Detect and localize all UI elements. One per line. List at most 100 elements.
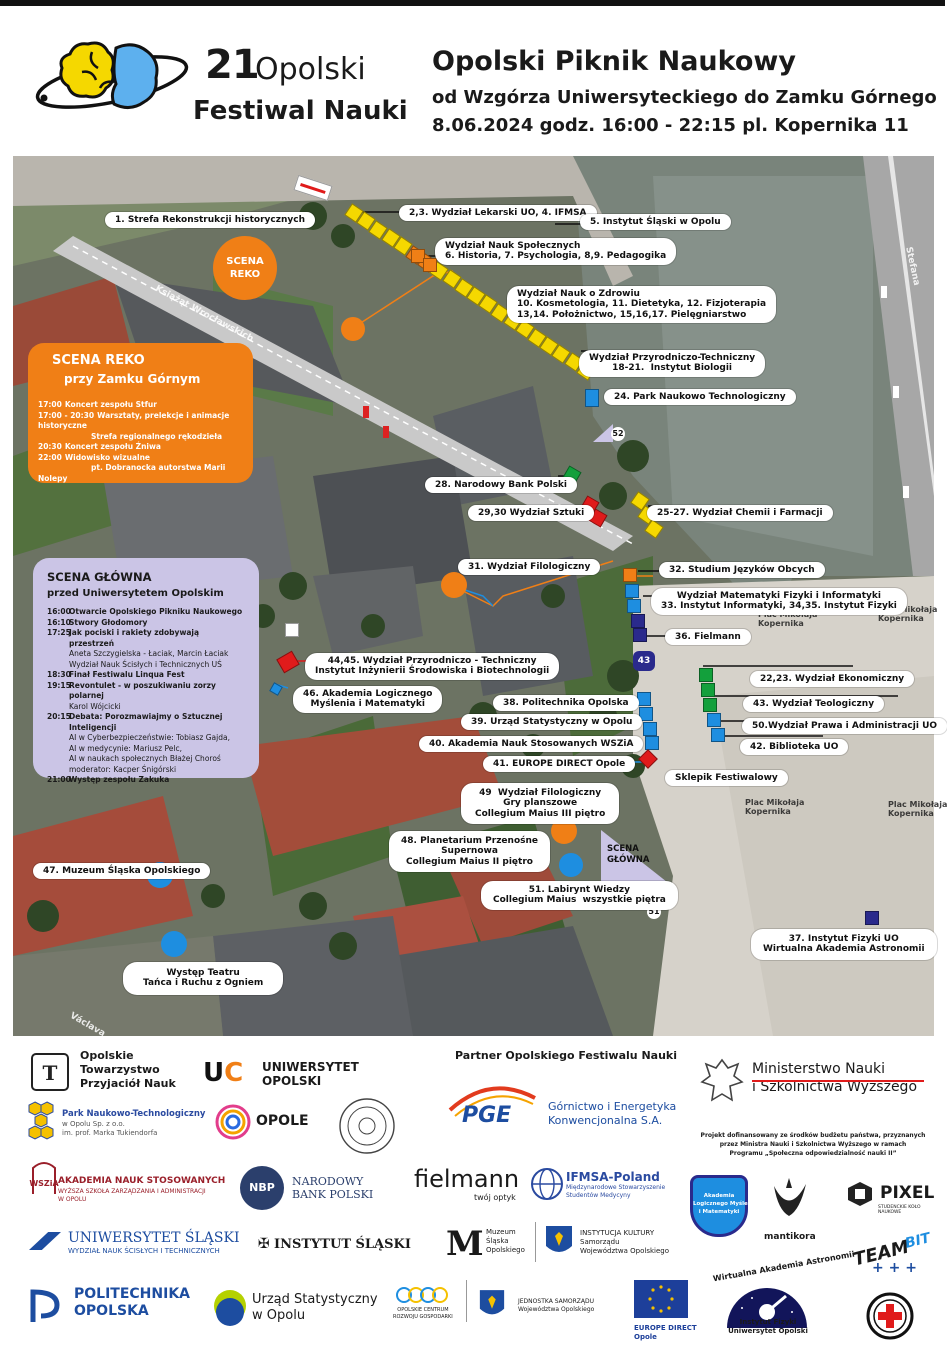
label-22: 22,23. Wydział Ekonomiczny bbox=[750, 671, 915, 688]
booth-square bbox=[585, 389, 599, 407]
booth-square bbox=[411, 249, 425, 263]
booth-circle-orange bbox=[341, 317, 365, 341]
label-28: 28. Narodowy Bank Polski bbox=[425, 477, 577, 494]
schedule-text: Finał Festiwalu Linqua Fest bbox=[69, 670, 185, 679]
europe-direct-name: EUROPE DIRECT Opole bbox=[634, 1324, 697, 1341]
schedule-row: pt. Dobranocka autorstwa Marii Nolepy bbox=[38, 463, 243, 484]
schedule-text: Koncert zespołu Źniwa bbox=[64, 442, 161, 451]
scena-glowna-title: SCENA GŁÓWNA bbox=[47, 570, 152, 584]
ocrg-name: OPOLSKIE CENTRUM ROZWOJU GOSPODARKI bbox=[393, 1307, 453, 1320]
otpn-logo-icon: T bbox=[31, 1053, 69, 1091]
schedule-time bbox=[47, 649, 69, 660]
scena-reko-subtitle: przy Zamku Górnym bbox=[64, 372, 201, 386]
schedule-time: 17:25 bbox=[47, 628, 71, 637]
waa-name: Instytut Fizyki Uniwersytet Opolski bbox=[728, 1318, 808, 1335]
booth-square bbox=[643, 722, 657, 736]
schedule-row: Aneta Szczygielska - Łaciak, Marcin Łaci… bbox=[47, 649, 245, 660]
instytucja-name: INSTYTUCJA KULTURY Samorządu Województwa… bbox=[580, 1229, 670, 1255]
schedule-text: Jak pociski i rakiety zdobywają przestrz… bbox=[69, 628, 200, 648]
label-41: 41. EUROPE DIRECT Opole bbox=[483, 756, 636, 773]
label-teatr: Występ Teatru Tańca i Ruchu z Ogniem bbox=[123, 962, 284, 995]
event-title: Opolski Piknik Naukowy bbox=[432, 46, 796, 77]
street-label-plac-3: Plac Mikołaja Kopernika bbox=[745, 798, 805, 816]
projekt-note: Projekt dofinansowany ze środków budżetu… bbox=[700, 1132, 926, 1157]
opole-name: OPOLE bbox=[256, 1113, 309, 1129]
opolskie-crest-icon bbox=[479, 1290, 505, 1315]
schedule-text: Otwarcie Opolskiego Pikniku Naukowego bbox=[69, 607, 243, 616]
festival-word: Opolski bbox=[255, 52, 366, 87]
booth-square bbox=[703, 698, 717, 712]
eu-flag-icon bbox=[634, 1280, 688, 1318]
booth-circle-blue bbox=[559, 853, 583, 877]
schedule-text: Aneta Szczygielska - Łaciak, Marcin Łaci… bbox=[69, 649, 229, 658]
instytut-eagle-icon: ✠ bbox=[258, 1236, 270, 1252]
schedule-time bbox=[47, 754, 69, 765]
fielmann-sub: twój optyk bbox=[474, 1193, 516, 1202]
label-51: 51. Labirynt Wiedzy Collegium Maius wszy… bbox=[481, 881, 678, 910]
uo-name: UNIWERSYTET OPOLSKI bbox=[262, 1060, 359, 1088]
schedule-row: AI w Cyberbezpieczeństwie: Tobiasz Gajda… bbox=[47, 733, 245, 744]
label-40: 40. Akademia Nauk Stosowanych WSZiA bbox=[419, 736, 644, 753]
booth-square bbox=[623, 568, 637, 582]
label-33: Wydział Matematyki Fizyki i Informatyki … bbox=[651, 588, 907, 615]
park-honeycomb-icon bbox=[28, 1101, 54, 1140]
pixel-name: PIXEL bbox=[880, 1183, 935, 1203]
booth-square bbox=[639, 707, 653, 721]
schedule-time bbox=[47, 744, 69, 755]
schedule-time: 21:00 bbox=[47, 775, 71, 784]
park-name: Park Naukowo-Technologiczny bbox=[62, 1109, 206, 1119]
booth-43-marker: 43 bbox=[633, 651, 655, 671]
schedule-text: Występ zespołu Zakuka bbox=[69, 775, 170, 784]
ocrg-rings-icon bbox=[396, 1287, 448, 1303]
label-32: 32. Studium Języków Obcych bbox=[659, 562, 825, 579]
muzeum-name: Muzeum Śląska Opolskiego bbox=[486, 1228, 525, 1254]
urzad-name: Urząd Statystyczny w Opolu bbox=[252, 1292, 378, 1323]
schedule-time bbox=[47, 702, 69, 713]
festival-brain-logo bbox=[35, 41, 189, 109]
red-cross-emblem-icon bbox=[866, 1292, 914, 1340]
schedule-time bbox=[47, 765, 69, 776]
label-18: Wydział Przyrodniczo-Techniczny 18-21. I… bbox=[579, 350, 766, 377]
schedule-text: Koncert zespołu Stfur bbox=[64, 400, 157, 409]
booth-square bbox=[423, 258, 437, 272]
booth-square bbox=[625, 584, 639, 598]
label-48: 48. Planetarium Przenośne Supernowa Coll… bbox=[389, 831, 550, 873]
svg-text:WSZiA: WSZiA bbox=[29, 1179, 59, 1188]
booth-square bbox=[865, 911, 879, 925]
svg-text:T: T bbox=[43, 1061, 58, 1085]
label-37: 37. Instytut Fizyki UO Wirtualna Akademi… bbox=[751, 929, 937, 960]
ifmsa-globe-icon bbox=[531, 1168, 563, 1200]
divider bbox=[535, 1222, 536, 1262]
society-stamp-icon bbox=[339, 1098, 395, 1154]
schedule-time: 19:15 bbox=[47, 680, 71, 690]
label-39: 39. Urząd Statystyczny w Opolu bbox=[461, 714, 643, 731]
waa-observatory-icon bbox=[727, 1288, 807, 1328]
ministerstwo-underline bbox=[752, 1080, 924, 1082]
park-sub: w Opolu Sp. z o.o. im. prof. Marka Tukie… bbox=[62, 1120, 158, 1137]
nbp-name: NARODOWY BANK POLSKI bbox=[292, 1175, 374, 1201]
booth-square bbox=[711, 728, 725, 742]
schedule-time bbox=[47, 733, 69, 744]
label-24: 24. Park Naukowo Technologiczny bbox=[604, 389, 796, 406]
instytut-name: INSTYTUT ŚLĄSKI bbox=[274, 1237, 411, 1252]
opole-rings-icon bbox=[215, 1104, 251, 1140]
ans-sub: WYŻSZA SZKOŁA ZARZĄDZANIA I ADMINISTRACJ… bbox=[58, 1188, 206, 1203]
booth-circle-blue bbox=[161, 931, 187, 957]
politechnika-name: POLITECHNIKA OPOLSKA bbox=[74, 1286, 191, 1319]
schedule-time: 16:10 bbox=[47, 617, 71, 627]
schedule-time: 22:00 bbox=[38, 452, 62, 462]
us-name: UNIWERSYTET ŚLĄSKI bbox=[68, 1230, 240, 1246]
booth-52-number: 52 bbox=[611, 427, 625, 441]
schedule-text: Wydział Nauk Ścisłych i Technicznych UŚ bbox=[69, 659, 222, 669]
schedule-text: Strefa regionalnego rękodzieła bbox=[91, 431, 223, 441]
booth-square bbox=[633, 628, 647, 642]
scena-glowna-badge-text: SCENA GŁÓWNA bbox=[607, 844, 650, 865]
schedule-text: AI w Cyberbezpieczeństwie: Tobiasz Gajda… bbox=[69, 733, 230, 742]
schedule-text: moderator: Kacper Śnigórski bbox=[69, 764, 177, 774]
